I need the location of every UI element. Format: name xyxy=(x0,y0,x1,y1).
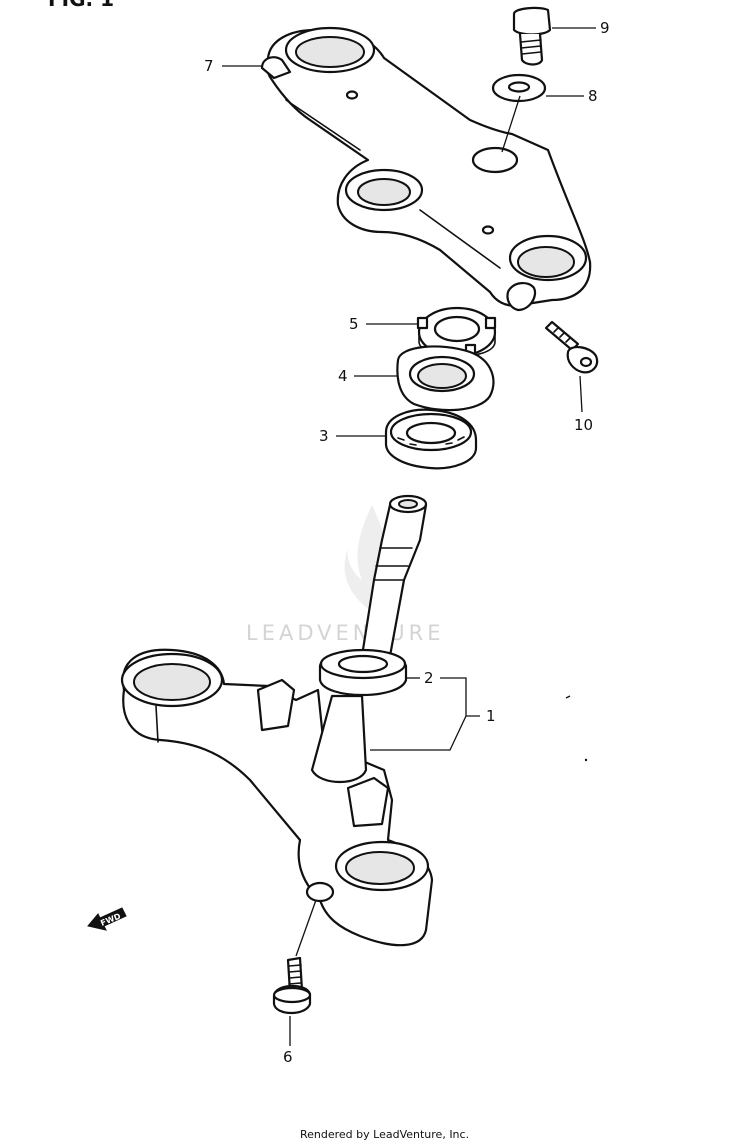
bolt-part-9 xyxy=(512,6,552,66)
lower-bracket-stem-part-1 xyxy=(120,494,434,947)
fwd-label: FWD xyxy=(99,911,122,927)
callout-1: 1 xyxy=(486,707,496,725)
watermark-text: LEADVENTURE xyxy=(246,621,445,645)
callout-6: 6 xyxy=(283,1048,293,1066)
bearing-part-2 xyxy=(318,648,408,696)
bolt-part-6 xyxy=(272,956,312,1015)
callout-8: 8 xyxy=(588,87,598,105)
callout-7: 7 xyxy=(204,57,214,75)
figure-header: FIG. 1 xyxy=(48,0,114,11)
leader-lines xyxy=(222,27,596,1046)
callout-9: 9 xyxy=(600,19,610,37)
upper-bracket xyxy=(260,26,592,312)
callout-10: 10 xyxy=(574,416,593,434)
callout-3: 3 xyxy=(319,427,329,445)
washer-part-8 xyxy=(491,73,547,103)
callouts: 7 9 8 5 4 3 10 2 1 6 xyxy=(204,19,610,1066)
bolt-part-10 xyxy=(544,320,599,374)
bearing-part-3 xyxy=(384,408,478,470)
callout-5: 5 xyxy=(349,315,359,333)
seal-part-4 xyxy=(396,345,495,412)
scan-specks xyxy=(565,695,588,762)
callout-4: 4 xyxy=(338,367,348,385)
callout-2: 2 xyxy=(424,669,434,687)
fwd-arrow-icon: FWD xyxy=(87,907,127,931)
footer-credit: Rendered by LeadVenture, Inc. xyxy=(300,1128,469,1141)
